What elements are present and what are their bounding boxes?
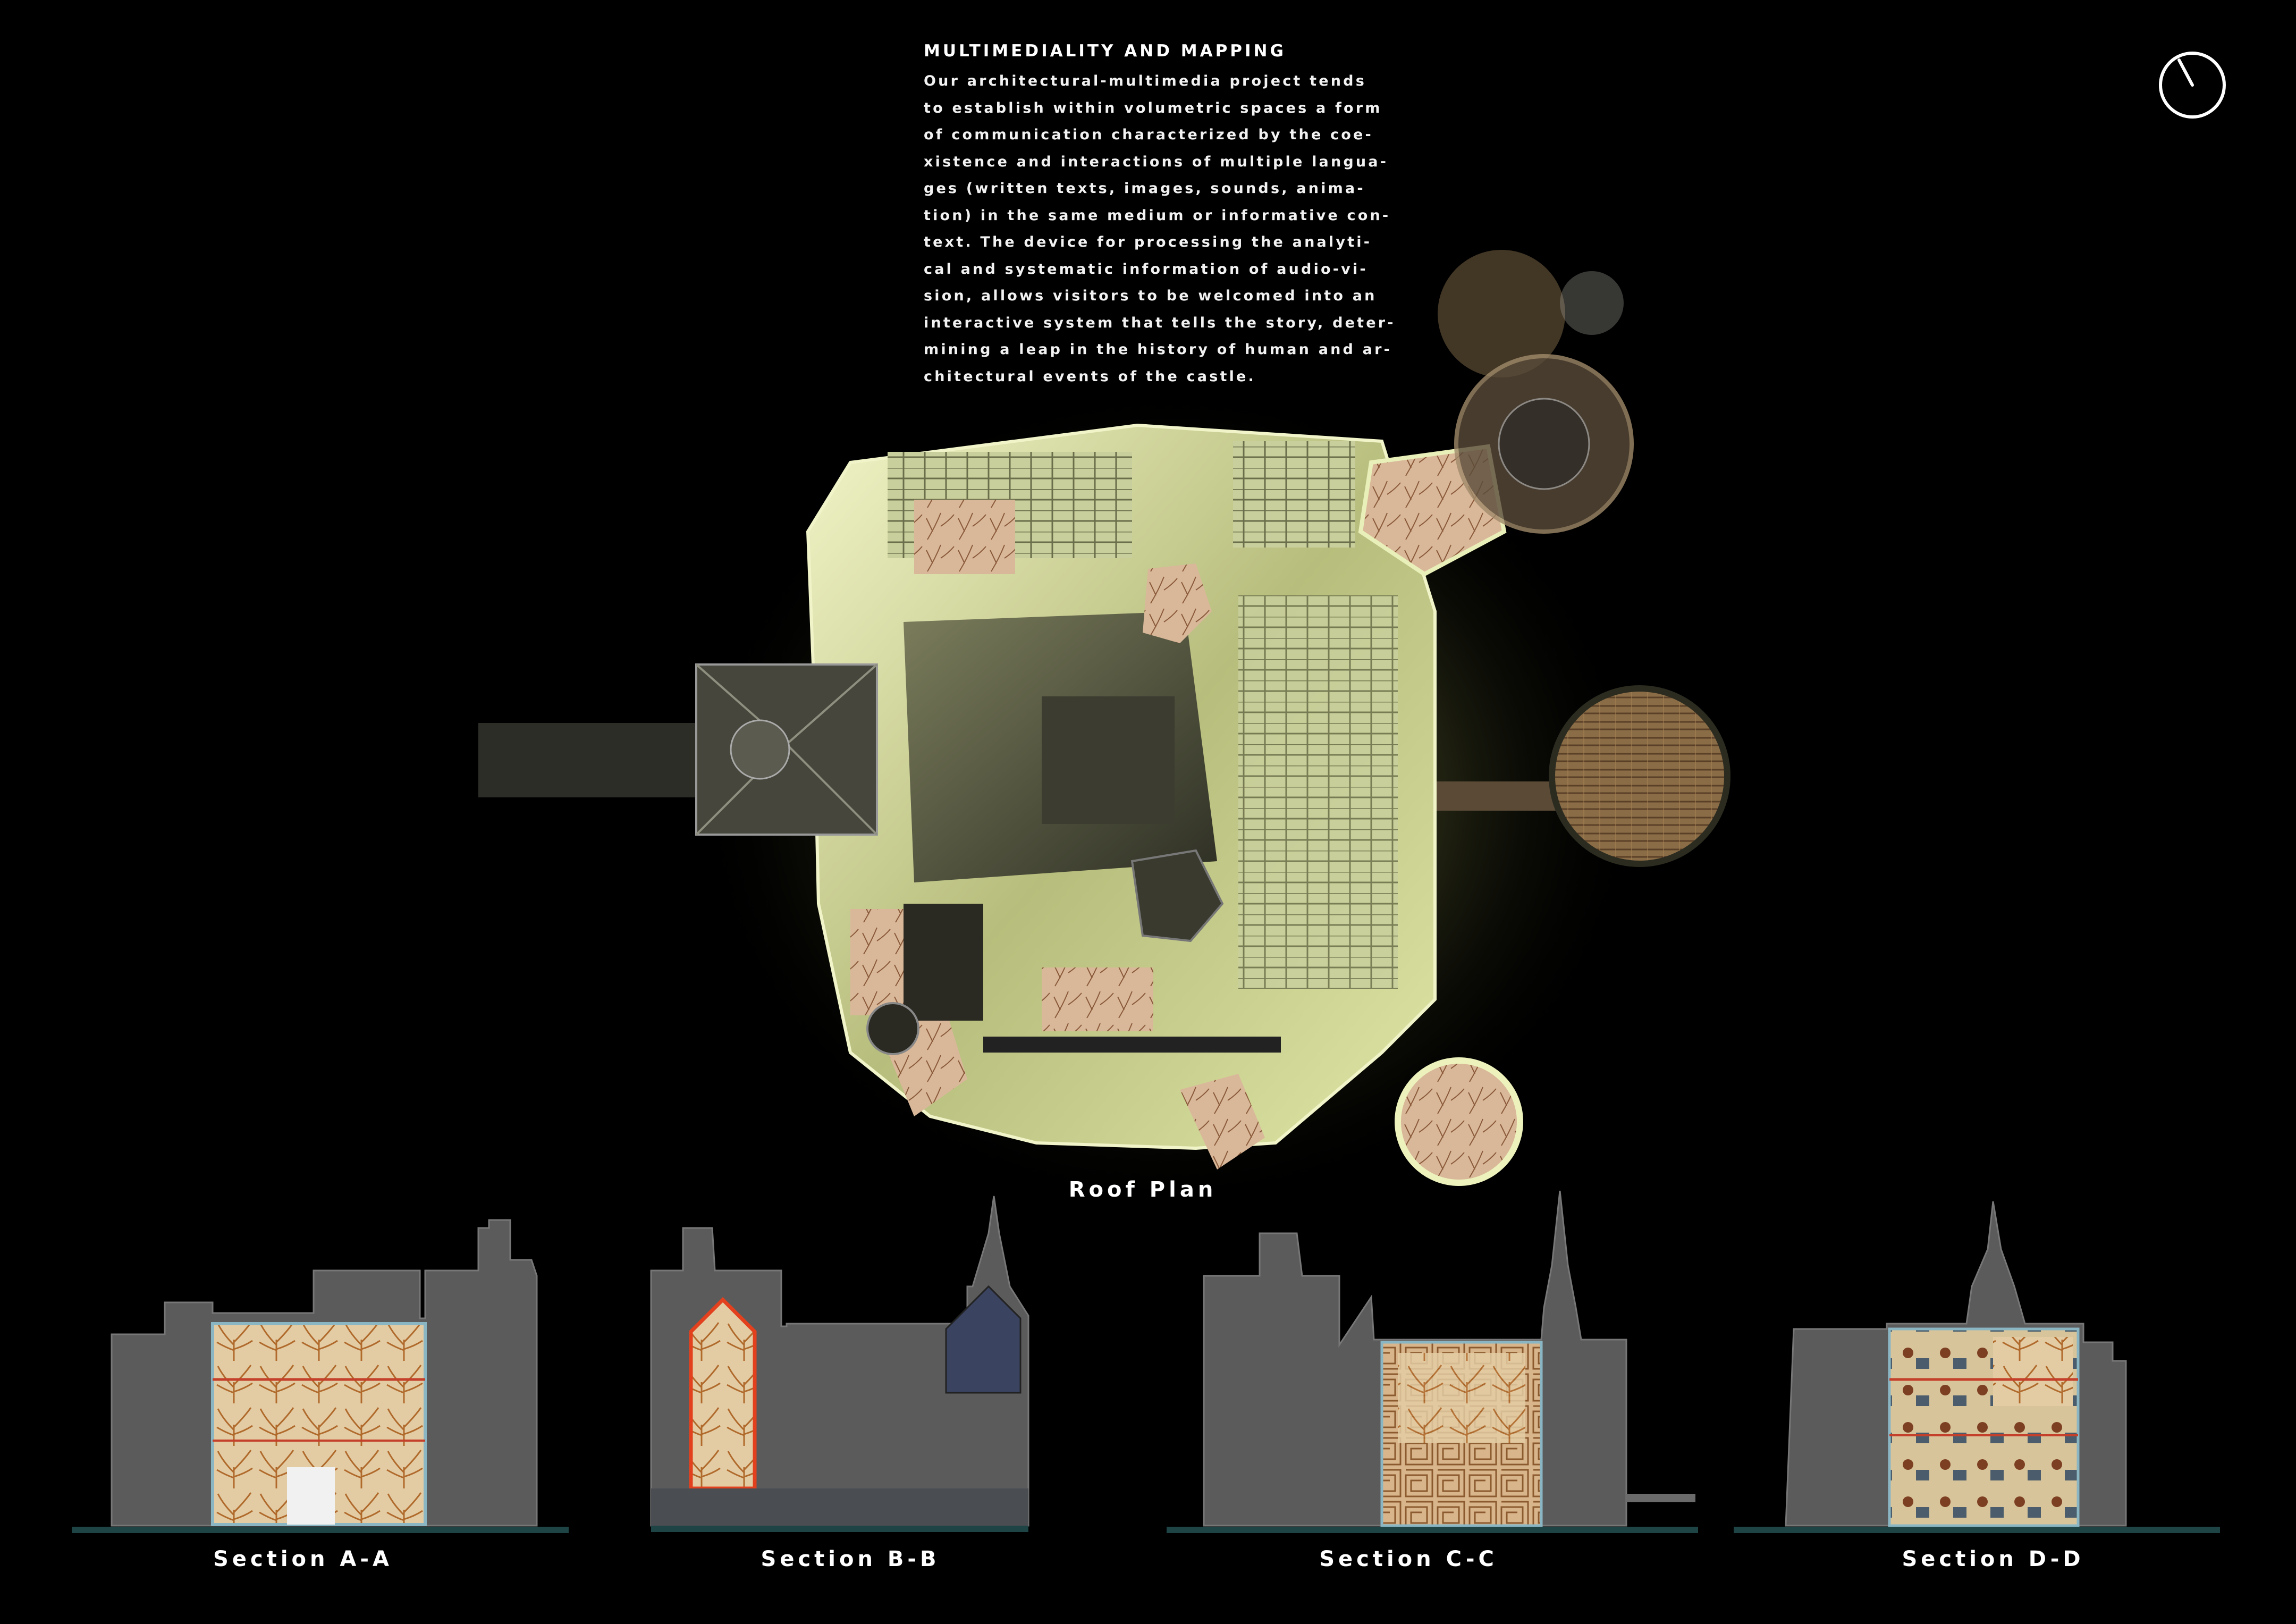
description-text: Our architectural-multimedia project ten… bbox=[924, 68, 1396, 390]
section-c-caption: Section C-C bbox=[1319, 1547, 1498, 1571]
north-tower-glazing bbox=[1233, 441, 1355, 548]
text-line: text. The device for processing the anal… bbox=[924, 234, 1372, 250]
text-line: cal and systematic information of audio-… bbox=[924, 260, 1368, 277]
section-a-a bbox=[72, 1219, 569, 1533]
section-title: MULTIMEDIALITY AND MAPPING bbox=[924, 41, 1286, 61]
section-b-b bbox=[650, 1196, 1029, 1532]
dark-roof bbox=[904, 904, 983, 1021]
small-turret bbox=[866, 1002, 919, 1055]
text-line: interactive system that tells the story,… bbox=[924, 314, 1396, 331]
bridge-east bbox=[1435, 781, 1557, 811]
walkway bbox=[983, 1037, 1281, 1053]
projection-room bbox=[914, 500, 1015, 574]
courtyard-shadow bbox=[1042, 696, 1175, 824]
east-wing-glazing bbox=[1238, 595, 1398, 989]
projection-room bbox=[1143, 563, 1212, 643]
text-line: to establish within volumetric spaces a … bbox=[924, 99, 1382, 116]
projection-room bbox=[1180, 1074, 1265, 1169]
section-a-caption: Section A-A bbox=[213, 1547, 393, 1571]
bridge-west bbox=[478, 723, 723, 797]
section-b-caption: Section B-B bbox=[761, 1547, 940, 1571]
text-line: sion, allows visitors to be welcomed int… bbox=[924, 288, 1377, 304]
octagonal-tower bbox=[1130, 849, 1224, 943]
round-projection-tower bbox=[1395, 1057, 1523, 1186]
roof-plan-caption: Roof Plan bbox=[1068, 1177, 1217, 1202]
projection-room bbox=[1042, 967, 1153, 1031]
section-d-caption: Section D-D bbox=[1902, 1547, 2084, 1571]
text-line: of communication characterized by the co… bbox=[924, 127, 1373, 143]
north-arrow-icon bbox=[2159, 52, 2226, 119]
round-pavilion bbox=[1560, 271, 1624, 335]
text-line: xistence and interactions of multiple la… bbox=[924, 153, 1389, 170]
text-line: Our architectural-multimedia project ten… bbox=[924, 73, 1366, 89]
turret-top bbox=[730, 719, 790, 780]
section-c-c bbox=[1167, 1190, 1698, 1533]
projection-room bbox=[850, 909, 909, 1015]
section-d-d bbox=[1734, 1201, 2220, 1533]
round-pavilion bbox=[1438, 250, 1565, 377]
text-line: ges (written texts, images, sounds, anim… bbox=[924, 180, 1365, 197]
circular-pavilion bbox=[1549, 685, 1731, 867]
text-line: chitectural events of the castle. bbox=[924, 368, 1256, 385]
text-line: tion) in the same medium or informative … bbox=[924, 207, 1391, 224]
text-line: mining a leap in the history of human an… bbox=[924, 341, 1392, 358]
